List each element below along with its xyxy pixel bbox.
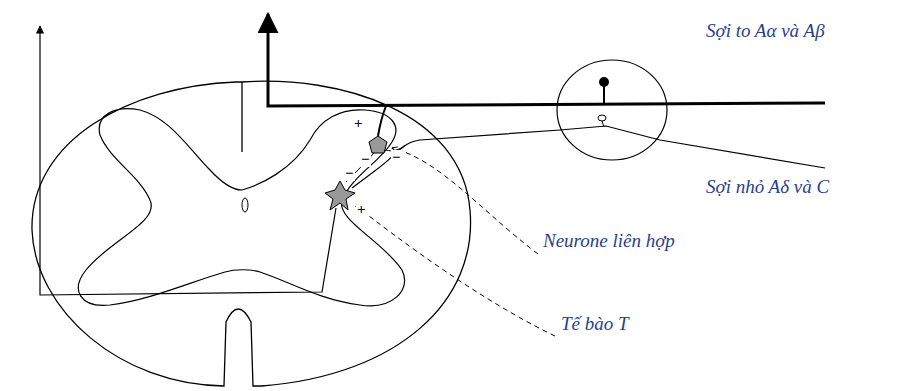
- leader-line: [356, 206, 555, 336]
- cord-outline: [32, 81, 471, 386]
- large-fiber: [268, 14, 825, 106]
- ascending-tract: [40, 26, 336, 295]
- large-fiber-branch: [378, 106, 386, 136]
- fiber-label: Sợi to Aα và Aβ: [706, 20, 825, 42]
- synapse-sign: −: [344, 166, 355, 181]
- leader-line: [392, 148, 538, 254]
- cell-label: Neurone liên hợp: [543, 230, 675, 252]
- interneuron-shape: [369, 136, 387, 153]
- small-fiber-cell-body: [598, 115, 606, 121]
- cell-label: Tế bào T: [561, 313, 629, 335]
- synapse-sign: −: [360, 152, 371, 167]
- t-cell-shape: [325, 181, 355, 210]
- small-fiber-cell: [602, 121, 604, 127]
- grey-matter-outline: [78, 109, 404, 306]
- central-canal: [242, 198, 248, 212]
- synapse-sign: −: [391, 150, 402, 165]
- fiber-label: Sợi nhỏ Aδ và C: [706, 176, 829, 198]
- dorsal-sulcus: [241, 82, 242, 152]
- synapse-sign: +: [353, 116, 364, 131]
- large-fiber-cell-body: [599, 77, 609, 87]
- dorsal-root-ganglion: [557, 60, 667, 160]
- synapse-sign: +: [356, 202, 367, 217]
